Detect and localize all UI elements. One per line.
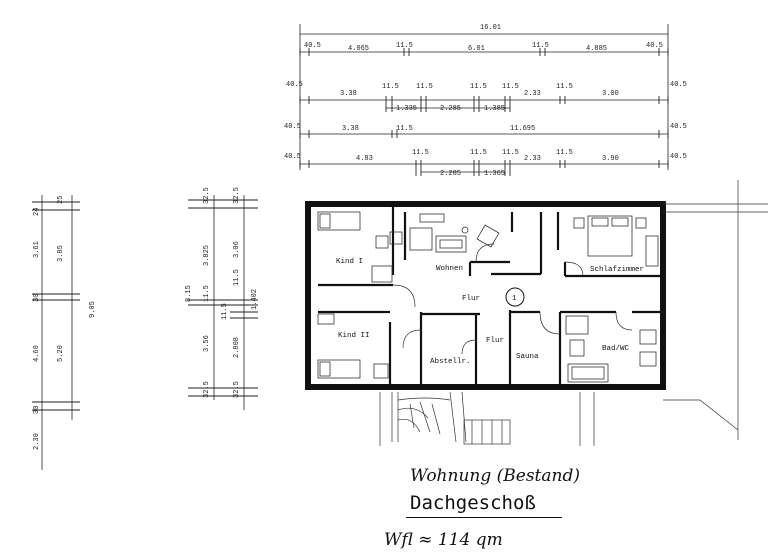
left-dimension-chain-a: 24 3.61 30 4.60 30 2.30 25 3.85 5.20 9.0…	[32, 195, 97, 470]
dim-r3-2: 11.5	[396, 125, 413, 133]
exterior-walls	[305, 201, 666, 390]
dim-r4-sub-0: 2.285	[440, 170, 461, 178]
dim-r2-4: 11.5	[470, 83, 487, 91]
dim-lb-inner-1: 3.56	[203, 335, 211, 352]
dim-r4-7: 3.90	[602, 155, 619, 163]
dim-r1-2: 11.5	[396, 42, 413, 50]
dim-r3-4: 40.5	[670, 123, 687, 131]
furniture-kind-1	[317, 211, 403, 283]
marker-label: 1	[512, 295, 517, 303]
dim-la-total: 9.05	[89, 301, 97, 318]
dim-r2-sub-0: 1.335	[396, 105, 417, 113]
dim-r4-5: 2.33	[524, 155, 541, 163]
dim-r1-4: 11.5	[532, 42, 549, 50]
dim-r2-8: 3.00	[602, 90, 619, 98]
dim-la-seg-1: 30	[33, 294, 41, 302]
dim-la-seg-2: 30	[33, 406, 41, 414]
room-label-sauna: Sauna	[516, 353, 539, 361]
title-main: Dachgeschoß	[410, 492, 536, 514]
furniture-kind-2	[317, 313, 389, 379]
dim-r2-sub-2: 1.385	[484, 105, 505, 113]
dim-r2-sub-1: 2.285	[440, 105, 461, 113]
dim-lb-small-1: 1.402	[251, 289, 259, 310]
overall-width-label: 16.01	[480, 24, 501, 32]
dim-r4-sub-1: 1.365	[484, 170, 505, 178]
top-dimension-chains: 16.01 40.5 4.065 11.5 6.01 11.5 4.885 40…	[284, 24, 687, 178]
dim-r2-1: 3.38	[340, 90, 357, 98]
dim-lb-seg-1: 11.5	[203, 285, 211, 302]
dim-lb-inner-0: 3.825	[203, 245, 211, 266]
dim-r3-3: 11.695	[510, 125, 535, 133]
dim-r4-4: 11.5	[502, 149, 519, 157]
marker-circle	[505, 287, 525, 307]
room-label-flur-main: Flur	[462, 295, 480, 303]
room-label-kind-2: Kind II	[338, 332, 370, 340]
dim-lb-mid-1: 3.06	[233, 241, 241, 258]
dim-r1-6: 40.5	[646, 42, 663, 50]
room-label-kind-1: Kind I	[336, 258, 363, 266]
dim-lb-seg-0: 32.5	[203, 187, 211, 204]
dim-r4-1: 4.83	[356, 155, 373, 163]
room-label-bad-wc: Bad/WC	[602, 345, 630, 353]
dim-r2-6: 2.33	[524, 90, 541, 98]
dim-r2-2: 11.5	[382, 83, 399, 91]
dim-la-mid-1: 3.85	[57, 245, 65, 262]
living-area-note: Wfl ≈ 114 qm	[384, 530, 503, 550]
dim-lb-mid-4: 32.5	[233, 381, 241, 398]
dim-lb-small-0: 11.5	[221, 303, 229, 320]
room-label-wohnen: Wohnen	[436, 265, 463, 273]
dim-r1-0: 40.5	[304, 42, 321, 50]
dim-lb-seg-2: 32.5	[203, 381, 211, 398]
dim-r2-9: 40.5	[670, 81, 687, 89]
dim-la-mid-0: 25	[57, 196, 65, 204]
left-dimension-chain-b: 32.5 3.825 11.5 3.56 32.5 8.15 32.5 3.06…	[185, 187, 259, 410]
dim-r4-3: 11.5	[470, 149, 487, 157]
title-underline	[406, 517, 562, 518]
dim-r2-0: 40.5	[286, 81, 303, 89]
dim-lb-total: 8.15	[185, 285, 193, 302]
dim-la-seg-3: 2.30	[33, 433, 41, 450]
room-label-abstellr: Abstellr.	[430, 358, 471, 366]
dim-r2-3: 11.5	[416, 83, 433, 91]
dim-la-seg-0: 24	[33, 208, 41, 216]
room-label-schlafzimmer: Schlafzimmer	[590, 266, 644, 274]
title-handwritten: Wohnung (Bestand)	[410, 466, 580, 486]
dim-la-mid-2: 5.20	[57, 345, 65, 362]
dim-r3-1: 3.38	[342, 125, 359, 133]
dim-r1-3: 6.01	[468, 45, 485, 53]
dim-r2-5: 11.5	[502, 83, 519, 91]
dim-r4-2: 11.5	[412, 149, 429, 157]
furniture-schlafzimmer	[573, 215, 659, 267]
dim-r1-5: 4.885	[586, 45, 607, 53]
room-label-flur-small: Flur	[486, 337, 504, 345]
dim-r1-1: 4.065	[348, 45, 369, 53]
dim-lb-mid-3: 2.808	[233, 337, 241, 358]
furniture-wohnen	[409, 213, 500, 253]
dim-r4-8: 40.5	[670, 153, 687, 161]
dim-r4-6: 11.5	[556, 149, 573, 157]
dim-r2-7: 11.5	[556, 83, 573, 91]
furniture-bad	[565, 315, 657, 383]
dim-r4-0: 40.5	[284, 153, 301, 161]
dim-la-inner-1: 4.60	[33, 345, 41, 362]
floor-plan: Kind I Wohnen Schlafzimmer Flur Kind II …	[305, 180, 768, 446]
dim-r3-0: 40.5	[284, 123, 301, 131]
dim-lb-mid-2: 11.5	[233, 269, 241, 286]
dim-lb-mid-0: 32.5	[233, 187, 241, 204]
dim-la-inner-0: 3.61	[33, 241, 41, 258]
staircase	[379, 391, 595, 446]
